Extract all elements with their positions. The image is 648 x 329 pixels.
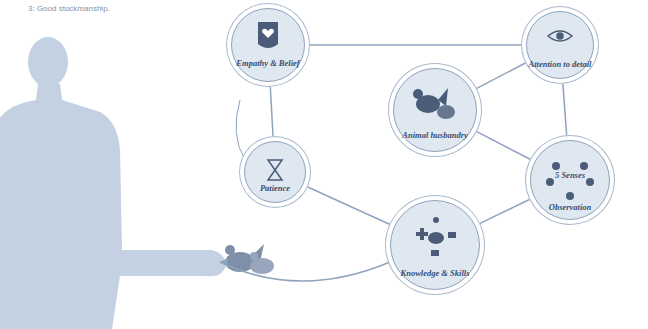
node-label: Observation: [531, 203, 609, 212]
arrow-head: [220, 258, 228, 266]
connector-line: [270, 87, 273, 136]
observation-node: 5 SensesObservation: [530, 140, 610, 220]
node-label: Knowledge & Skills: [391, 269, 479, 278]
connector-line: [563, 84, 567, 135]
connector-line: [477, 63, 526, 88]
node-label: 5 Senses: [531, 171, 609, 180]
empathy-node: Empathy & Belief: [231, 8, 305, 82]
husbandry-node: Animal husbandry: [393, 68, 477, 152]
node-label: Attention to detail: [527, 60, 593, 69]
patience-node: Patience: [244, 141, 306, 203]
connector-line: [477, 132, 530, 160]
node-label: Animal husbandry: [394, 131, 476, 140]
attention-node: Attention to detail: [526, 11, 594, 79]
node-label: Patience: [245, 184, 305, 193]
connector-line: [310, 44, 521, 46]
ring-arc: [236, 100, 245, 160]
person-silhouette: [0, 37, 226, 329]
figure-caption: 3: Good stockmanship.: [28, 4, 110, 13]
connector-line: [480, 200, 529, 224]
flow-line: [220, 262, 390, 281]
connector-line: [308, 187, 390, 224]
node-label: Empathy & Belief: [232, 59, 304, 68]
knowledge-node: Knowledge & Skills: [390, 200, 480, 290]
hens-in-hand: [225, 244, 274, 274]
